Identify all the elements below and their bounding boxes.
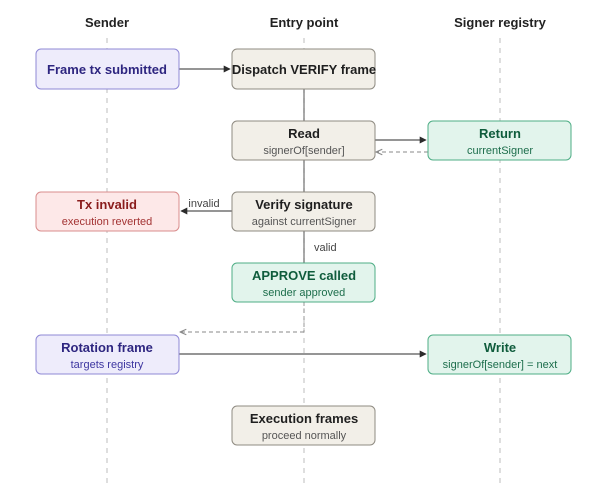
node-approve-called-sub: sender approved: [263, 287, 346, 299]
node-tx-invalid: Tx invalid execution reverted: [35, 191, 180, 232]
node-write: Write signerOf[sender] = next: [427, 334, 572, 375]
column-header-entry-point: Entry point: [270, 15, 339, 30]
edge-label-invalid: invalid: [188, 198, 219, 210]
node-return-title: Return: [479, 126, 521, 141]
node-approve-called: APPROVE called sender approved: [231, 262, 376, 303]
node-write-title: Write: [484, 340, 516, 355]
node-rotation-frame: Rotation frame targets registry: [35, 334, 180, 375]
node-dispatch-verify-frame-title: Dispatch VERIFY frame: [232, 62, 376, 77]
node-return: Return currentSigner: [427, 120, 572, 161]
node-tx-invalid-title: Tx invalid: [77, 197, 137, 212]
node-read-sub: signerOf[sender]: [263, 145, 344, 157]
node-rotation-frame-title: Rotation frame: [61, 340, 153, 355]
column-header-sender: Sender: [85, 15, 129, 30]
node-verify-signature-title: Verify signature: [255, 197, 353, 212]
column-header-signer-registry: Signer registry: [454, 15, 547, 30]
node-frame-tx-submitted: Frame tx submitted: [35, 48, 180, 90]
node-execution-frames-sub: proceed normally: [262, 430, 347, 442]
node-read: Read signerOf[sender]: [231, 120, 376, 161]
edge-label-valid: valid: [314, 242, 337, 254]
node-approve-called-title: APPROVE called: [252, 268, 356, 283]
node-verify-signature-sub: against currentSigner: [252, 216, 357, 228]
node-write-sub: signerOf[sender] = next: [443, 359, 558, 371]
node-frame-tx-submitted-title: Frame tx submitted: [47, 62, 167, 77]
node-execution-frames-title: Execution frames: [250, 411, 358, 426]
node-dispatch-verify-frame: Dispatch VERIFY frame: [231, 48, 376, 90]
node-rotation-frame-sub: targets registry: [71, 359, 144, 371]
node-read-title: Read: [288, 126, 320, 141]
node-return-sub: currentSigner: [467, 145, 533, 157]
node-verify-signature: Verify signature against currentSigner: [231, 191, 376, 232]
node-tx-invalid-sub: execution reverted: [62, 216, 153, 228]
node-execution-frames: Execution frames proceed normally: [231, 405, 376, 446]
